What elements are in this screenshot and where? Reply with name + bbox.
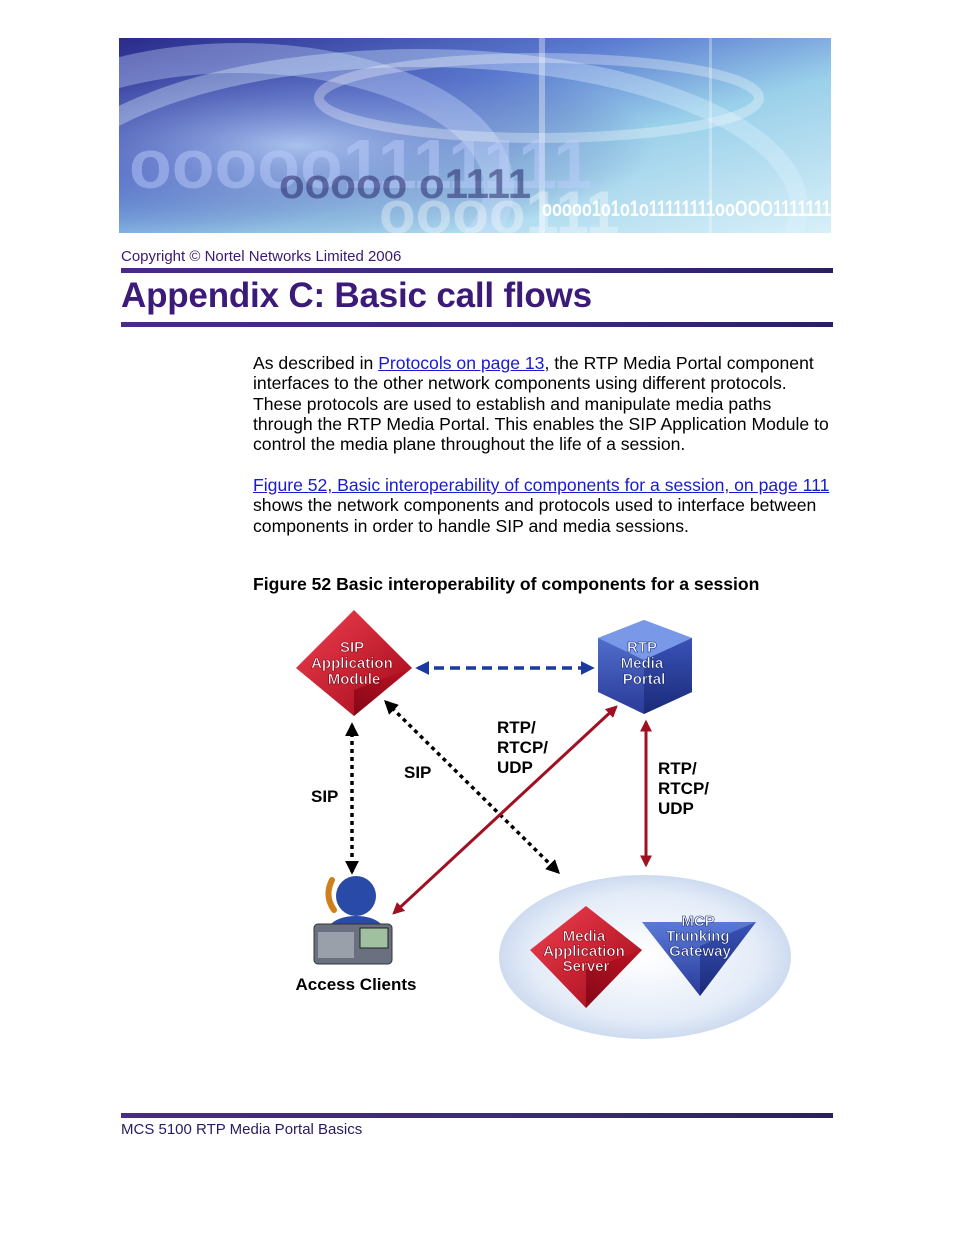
- mcp-gateway-label-line-2: Trunking: [666, 928, 729, 945]
- sip-module-label-line-2: Application: [311, 655, 393, 672]
- figure-52-link[interactable]: Figure 52, Basic interoperability of com…: [253, 475, 830, 495]
- footer-rule: [121, 1113, 833, 1118]
- server-group-oval: [499, 875, 791, 1039]
- media-server-label-line-3: Server: [563, 958, 610, 975]
- banner-image: ooooo1111111 ooooo o1111 oooo111 ooooo1o…: [119, 38, 831, 233]
- sip-diagonal-label: SIP: [404, 763, 431, 782]
- rtp-right-line-3: UDP: [658, 799, 694, 818]
- header-banner: ooooo1111111 ooooo o1111 oooo111 ooooo1o…: [119, 38, 831, 233]
- banner-binary-text: ooooo1o1o1o11111111ooOOO1111111: [542, 196, 831, 221]
- figure-reference-rest: shows the network components and protoco…: [253, 495, 817, 536]
- access-clients-label: Access Clients: [296, 975, 417, 994]
- rtp-diag-line-1: RTP/: [497, 718, 536, 737]
- intro-rest: , the RTP Media Portal component interfa…: [253, 353, 829, 455]
- rtp-diag-line-2: RTCP/: [497, 738, 548, 757]
- access-client-icon: [313, 876, 393, 965]
- header-rule-bottom: [121, 322, 833, 327]
- rtp-portal-label-line-1: RTP: [627, 639, 657, 656]
- rtp-portal-label-line-2: Media: [621, 655, 664, 672]
- figure-caption: Figure 52 Basic interoperability of comp…: [253, 574, 760, 594]
- intro-paragraph: As described in Protocols on page 13, th…: [253, 353, 833, 454]
- figure-reference-paragraph: Figure 52, Basic interoperability of com…: [253, 475, 833, 536]
- protocols-link[interactable]: Protocols on page 13: [378, 353, 545, 373]
- rtp-right-line-2: RTCP/: [658, 779, 709, 798]
- media-server-label-line-2: Application: [543, 943, 625, 960]
- mcp-trunking-gateway-node: MCP Trunking Gateway: [642, 913, 756, 996]
- sip-module-label-line-1: SIP: [340, 639, 364, 656]
- svg-text:ooooo1111111: ooooo1111111: [129, 125, 592, 203]
- svg-text:ooooo o1111: ooooo o1111: [279, 160, 531, 207]
- svg-text:MCP Trunking Gatew: MCP Trunking Gateway: [666, 913, 734, 960]
- footer-document-title: MCS 5100 RTP Media Portal Basics: [121, 1121, 363, 1138]
- rtp-right-label: RTP/ RTCP/ UDP: [658, 759, 714, 818]
- media-application-server-node: Media Application Server: [530, 906, 642, 1008]
- rtp-portal-label-line-3: Portal: [623, 671, 666, 688]
- sip-module-label-line-3: Module: [328, 671, 381, 688]
- svg-text:oooo111: oooo111: [379, 179, 619, 233]
- interoperability-diagram: SIP Application Module RTP Media Portal …: [296, 610, 791, 1039]
- sip-application-module-node: SIP Application Module: [296, 610, 412, 716]
- sip-left-label: SIP: [311, 787, 338, 806]
- intro-lead: As described in: [253, 353, 379, 373]
- svg-text:Media Application: Media Application Server: [543, 928, 629, 975]
- rtp-right-line-1: RTP/: [658, 759, 697, 778]
- mcp-gateway-label-line-1: MCP: [681, 913, 714, 930]
- header-rule-top: [121, 268, 833, 273]
- media-server-label-line-1: Media: [563, 928, 606, 945]
- rtp-diagonal-label: RTP/ RTCP/ UDP: [497, 718, 553, 777]
- rtp-portal-to-access-clients-connector: [392, 705, 618, 915]
- svg-text:SIP Application Mo: SIP Application Module: [311, 639, 397, 688]
- page-title: Appendix C: Basic call flows: [121, 276, 592, 315]
- mcp-gateway-label-line-3: Gateway: [669, 943, 731, 960]
- rtp-media-portal-node: RTP Media Portal: [598, 620, 692, 714]
- copyright-notice: Copyright © Nortel Networks Limited 2006: [121, 248, 402, 265]
- svg-text:RTP Media Portal: RTP Media Portal: [621, 639, 668, 688]
- rtp-diag-line-3: UDP: [497, 758, 533, 777]
